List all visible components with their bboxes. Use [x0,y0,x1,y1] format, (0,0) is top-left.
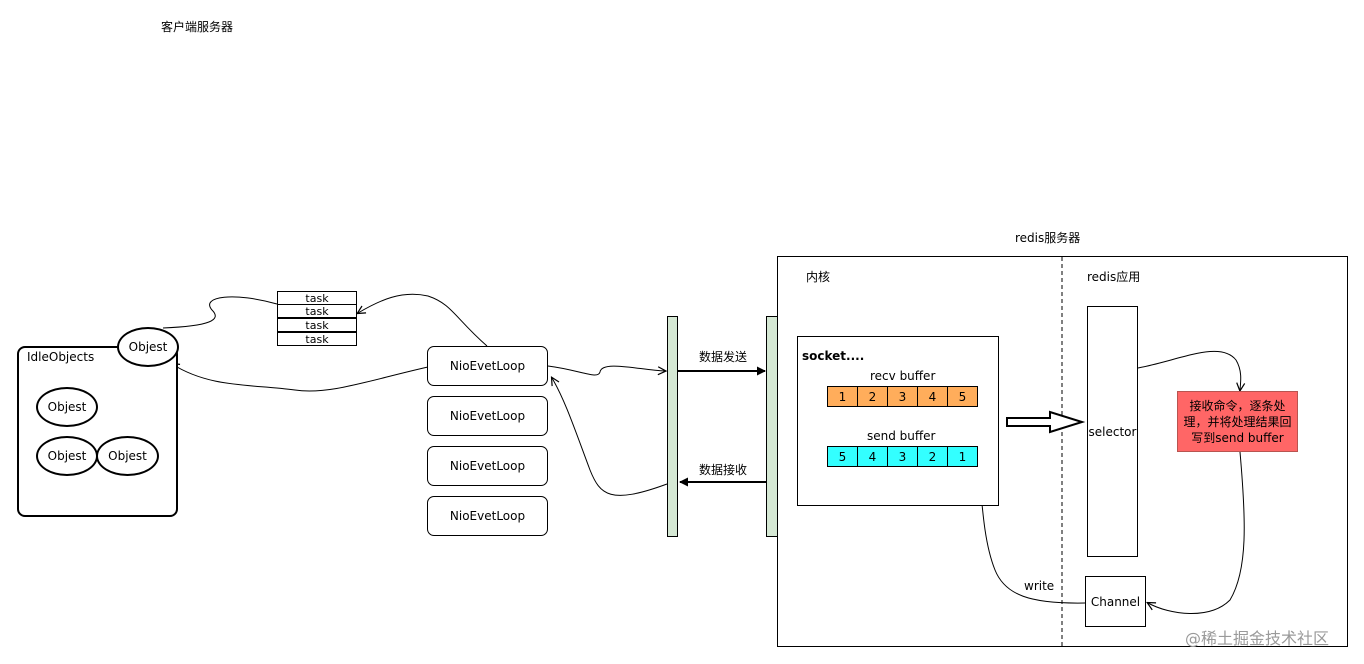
send-buffer-cell: 3 [887,446,918,467]
recv-buffer-label: recv buffer [870,369,936,383]
selector-box: selector [1087,306,1138,557]
eventloop-to-task-arrow [358,293,488,347]
note-to-channel-arrow [1148,451,1245,614]
eventloop-to-bar-connector [547,365,665,376]
kernel-label: 内核 [806,270,831,284]
object-3: Objest [96,436,159,476]
client-network-bar [667,316,678,537]
task-row: task [277,318,357,332]
object-to-task-connector [162,296,278,329]
bar-to-eventloop-arrow [552,378,668,496]
send-buffer-cell: 1 [947,446,978,467]
watermark: @稀土掘金技术社区 [1185,629,1330,648]
event-loop-3: NioEvetLoop [427,446,548,486]
recv-buffer-cell: 2 [857,386,888,407]
send-data-label: 数据发送 [699,350,748,364]
recv-buffer-cell: 4 [917,386,948,407]
selector-to-note-arrow [1137,351,1241,390]
socket-to-selector-arrow [1006,410,1086,434]
recv-buffer-cell: 5 [947,386,978,407]
process-note: 接收命令，逐条处理，并将处理结果回写到send buffer [1177,391,1298,452]
write-label: write [1024,579,1055,593]
task-row: task [277,332,357,346]
channel-box: Channel [1085,576,1146,627]
redis-server-title: redis服务器 [1015,231,1081,245]
recv-buffer-cell: 1 [827,386,858,407]
event-loop-1: NioEvetLoop [427,346,548,386]
event-loop-2: NioEvetLoop [427,396,548,436]
receive-data-label: 数据接收 [699,463,748,477]
event-loop-4: NioEvetLoop [427,496,548,536]
send-buffer-label: send buffer [867,429,936,443]
send-buffer-cell: 2 [917,446,948,467]
socket-box: socket.... [797,336,999,506]
idle-objects-title: IdleObjects [27,350,95,364]
recv-buffer-cell: 3 [887,386,918,407]
server-network-bar [766,316,778,537]
socket-title: socket.... [802,349,865,363]
send-buffer-cell: 5 [827,446,858,467]
object-1: Objest [36,387,98,427]
eventloop-to-idle-arrow [172,364,429,392]
client-server-title: 客户端服务器 [161,20,234,34]
task-row: task [277,304,357,318]
redis-app-label: redis应用 [1087,270,1141,284]
object-top: Objest [117,327,179,367]
send-buffer-cell: 4 [857,446,888,467]
idle-objects-pool: IdleObjects [17,346,178,517]
task-row: task [277,291,357,305]
object-2: Objest [36,436,98,476]
